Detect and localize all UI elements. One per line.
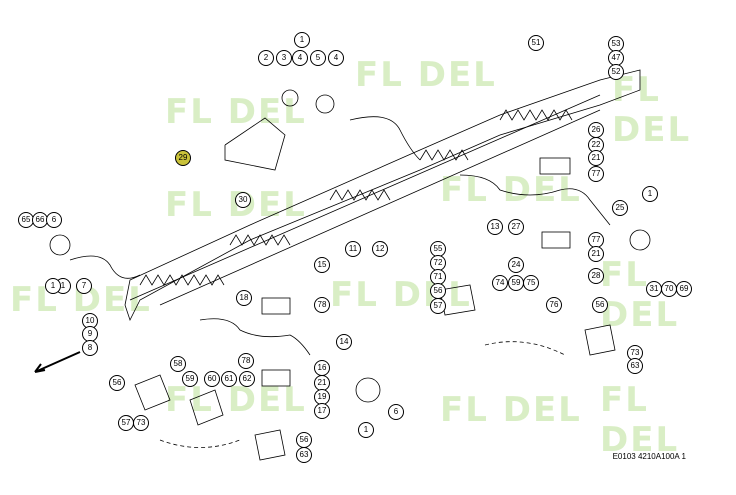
part-callout[interactable]: 8 xyxy=(82,340,98,356)
drawing-code: E0103 4210A100A 1 xyxy=(612,452,686,461)
part-callout[interactable]: 18 xyxy=(236,290,252,306)
part-callout[interactable]: 16 xyxy=(314,360,330,376)
part-callout[interactable]: 25 xyxy=(612,200,628,216)
watermark-logo: FL DEL xyxy=(600,255,680,335)
part-callout[interactable]: 78 xyxy=(314,297,330,313)
part-callout-highlighted[interactable]: 29 xyxy=(175,150,191,166)
part-callout[interactable]: 70 xyxy=(661,281,677,297)
watermark-logo: FL DEL xyxy=(330,275,472,315)
part-callout[interactable]: 11 xyxy=(345,241,361,257)
part-callout[interactable]: 1 xyxy=(642,186,658,202)
watermark-logo: FL DEL xyxy=(600,380,680,460)
part-callout[interactable]: 13 xyxy=(487,219,503,235)
part-callout[interactable]: 21 xyxy=(314,375,330,391)
part-callout[interactable]: 61 xyxy=(221,371,237,387)
part-callout[interactable]: 75 xyxy=(523,275,539,291)
part-callout[interactable]: 73 xyxy=(133,415,149,431)
part-callout[interactable]: 63 xyxy=(296,447,312,463)
part-callout[interactable]: 1 xyxy=(294,32,310,48)
part-callout[interactable]: 6 xyxy=(388,404,404,420)
part-callout[interactable]: 74 xyxy=(492,275,508,291)
part-callout[interactable]: 5 xyxy=(310,50,326,66)
part-callout[interactable]: 28 xyxy=(588,268,604,284)
watermark-logo: FL DEL xyxy=(440,390,582,430)
part-callout[interactable]: 63 xyxy=(627,358,643,374)
part-callout[interactable]: 15 xyxy=(314,257,330,273)
watermark-logo: FL DEL xyxy=(165,92,307,132)
part-callout[interactable]: 77 xyxy=(588,166,604,182)
part-callout[interactable]: 56 xyxy=(592,297,608,313)
part-callout[interactable]: 59 xyxy=(182,371,198,387)
part-callout[interactable]: 4 xyxy=(328,50,344,66)
part-callout[interactable]: 6 xyxy=(46,212,62,228)
part-callout[interactable]: 1 xyxy=(45,278,61,294)
part-callout[interactable]: 69 xyxy=(676,281,692,297)
part-callout[interactable]: 59 xyxy=(508,275,524,291)
part-callout[interactable]: 14 xyxy=(336,334,352,350)
part-callout[interactable]: 60 xyxy=(204,371,220,387)
part-callout[interactable]: 47 xyxy=(608,50,624,66)
part-callout[interactable]: 57 xyxy=(118,415,134,431)
part-callout[interactable]: 57 xyxy=(430,298,446,314)
part-callout[interactable]: 30 xyxy=(235,192,251,208)
part-callout[interactable]: 3 xyxy=(276,50,292,66)
part-callout[interactable]: 62 xyxy=(239,371,255,387)
part-callout[interactable]: 7 xyxy=(76,278,92,294)
part-callout[interactable]: 21 xyxy=(588,150,604,166)
part-callout[interactable]: 27 xyxy=(508,219,524,235)
part-callout[interactable]: 26 xyxy=(588,122,604,138)
part-callout[interactable]: 12 xyxy=(372,241,388,257)
part-callout[interactable]: 56 xyxy=(296,432,312,448)
part-callout[interactable]: 21 xyxy=(588,246,604,262)
part-callout[interactable]: 76 xyxy=(546,297,562,313)
watermark-logo: FL DEL xyxy=(355,55,497,95)
part-callout[interactable]: 52 xyxy=(608,64,624,80)
part-callout[interactable]: 31 xyxy=(646,281,662,297)
part-callout[interactable]: 24 xyxy=(508,257,524,273)
part-callout[interactable]: 2 xyxy=(258,50,274,66)
part-callout[interactable]: 78 xyxy=(238,353,254,369)
part-callout[interactable]: 10 xyxy=(82,313,98,329)
part-callout[interactable]: 58 xyxy=(170,356,186,372)
part-callout[interactable]: 4 xyxy=(292,50,308,66)
part-callout[interactable]: 51 xyxy=(528,35,544,51)
watermark-logo: FL DEL xyxy=(165,185,307,225)
part-callout[interactable]: 1 xyxy=(358,422,374,438)
watermark-logo: FL DEL xyxy=(440,170,582,210)
part-callout[interactable]: 56 xyxy=(109,375,125,391)
part-callout[interactable]: 17 xyxy=(314,403,330,419)
part-callout[interactable]: 65 xyxy=(18,212,34,228)
part-callout[interactable]: 56 xyxy=(430,283,446,299)
